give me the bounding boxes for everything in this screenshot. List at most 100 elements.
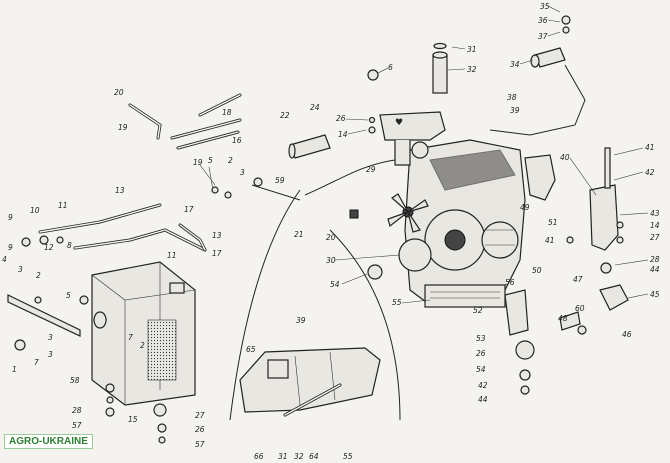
callout: 45 bbox=[650, 290, 660, 299]
callout: 14 bbox=[650, 221, 660, 230]
callout: 17 bbox=[184, 205, 194, 214]
filler-neck bbox=[432, 42, 448, 94]
svg-text:♥: ♥ bbox=[395, 118, 403, 128]
drain-line bbox=[329, 229, 401, 421]
callout: 50 bbox=[532, 266, 542, 275]
callout: 42 bbox=[478, 381, 488, 390]
callout: 51 bbox=[548, 218, 558, 227]
callout: 1 bbox=[12, 365, 17, 374]
callout: 20 bbox=[326, 233, 336, 242]
callout: 7 bbox=[128, 333, 133, 342]
thermostat-housing: ♥ bbox=[379, 111, 446, 166]
callout: 44 bbox=[478, 395, 488, 404]
callout: 29 bbox=[366, 165, 376, 174]
callout: 28 bbox=[72, 406, 82, 415]
callout: 54 bbox=[330, 280, 340, 289]
fitting-59 bbox=[253, 177, 263, 187]
fasteners bbox=[14, 116, 624, 444]
callout: 37 bbox=[538, 32, 548, 41]
callout: 49 bbox=[520, 203, 530, 212]
pump-fitting bbox=[367, 264, 383, 280]
callout: 22 bbox=[280, 111, 290, 120]
callout: 17 bbox=[212, 249, 222, 258]
callout: 11 bbox=[167, 251, 177, 260]
callout: 26 bbox=[195, 425, 205, 434]
callout: 3 bbox=[48, 350, 53, 359]
callout: 18 bbox=[222, 108, 232, 117]
radiator-strap bbox=[7, 294, 81, 337]
callout: 57 bbox=[195, 440, 205, 449]
callout: 35 bbox=[540, 2, 550, 11]
callout: 41 bbox=[645, 143, 655, 152]
sensor-tube bbox=[288, 134, 331, 159]
expansion-tank bbox=[239, 347, 381, 417]
callout: 43 bbox=[650, 209, 660, 218]
callout: 48 bbox=[558, 314, 568, 323]
callout: 52 bbox=[473, 306, 483, 315]
heater-hoses bbox=[38, 203, 207, 252]
callout: 10 bbox=[30, 206, 40, 215]
callout: 44 bbox=[650, 265, 660, 274]
callout: 38 bbox=[507, 93, 517, 102]
callout: 19 bbox=[118, 123, 128, 132]
callout: 66 bbox=[254, 452, 264, 461]
callout: 36 bbox=[538, 16, 548, 25]
callout: 15 bbox=[128, 415, 138, 424]
callout: 9 bbox=[8, 213, 13, 222]
callout: 39 bbox=[296, 316, 306, 325]
callout: 24 bbox=[310, 103, 320, 112]
callout: 3 bbox=[240, 168, 245, 177]
callout: 64 bbox=[309, 452, 319, 461]
expansion-bulb bbox=[489, 15, 586, 136]
callout: 59 bbox=[275, 176, 285, 185]
callout: 27 bbox=[195, 411, 205, 420]
callout: 2 bbox=[36, 271, 41, 280]
upper-hoses bbox=[128, 93, 242, 150]
callout: 9 bbox=[8, 243, 13, 252]
radiator bbox=[91, 261, 196, 406]
callout: 3 bbox=[48, 333, 53, 342]
pipe-59 bbox=[251, 184, 301, 201]
callout: 16 bbox=[232, 136, 242, 145]
callout: 57 bbox=[72, 421, 82, 430]
callout: 31 bbox=[278, 452, 288, 461]
callout: 4 bbox=[2, 255, 7, 264]
callout: 5 bbox=[208, 156, 213, 165]
callout: 5 bbox=[66, 291, 71, 300]
callout: 2 bbox=[228, 156, 233, 165]
callout: 55 bbox=[343, 452, 353, 461]
callout: 53 bbox=[476, 334, 486, 343]
callout: 47 bbox=[573, 275, 583, 284]
plug-20 bbox=[349, 209, 359, 219]
callout: 14 bbox=[338, 130, 348, 139]
callout: 32 bbox=[294, 452, 304, 461]
callout: 42 bbox=[645, 168, 655, 177]
agro-ukraine-watermark: AGRO-UKRAINE bbox=[4, 434, 93, 449]
callout: 40 bbox=[560, 153, 570, 162]
callout: 30 bbox=[326, 256, 336, 265]
callout: 13 bbox=[115, 186, 125, 195]
callout: 32 bbox=[467, 65, 477, 74]
callout: 31 bbox=[467, 45, 477, 54]
callout: 54 bbox=[476, 365, 486, 374]
callout: 20 bbox=[114, 88, 124, 97]
callout: 6 bbox=[388, 63, 393, 72]
cap-6 bbox=[367, 69, 379, 81]
coolant-pipe-upper bbox=[304, 159, 396, 196]
callout: 8 bbox=[67, 241, 72, 250]
callout: 26 bbox=[336, 114, 346, 123]
callout: 11 bbox=[58, 201, 68, 210]
callout: 65 bbox=[246, 345, 256, 354]
callout: 3 bbox=[18, 265, 23, 274]
callout: 21 bbox=[294, 230, 304, 239]
callout: 34 bbox=[510, 60, 520, 69]
callout: 19 bbox=[193, 158, 203, 167]
callout: 39 bbox=[510, 106, 520, 115]
callout: 12 bbox=[44, 243, 54, 252]
engine-block bbox=[398, 139, 526, 308]
callout: 41 bbox=[545, 236, 555, 245]
callout: 28 bbox=[650, 255, 660, 264]
callout-labels: 35 36 37 34 31 32 38 39 20 19 16 18 19 5… bbox=[2, 2, 660, 461]
callout: 13 bbox=[212, 231, 222, 240]
